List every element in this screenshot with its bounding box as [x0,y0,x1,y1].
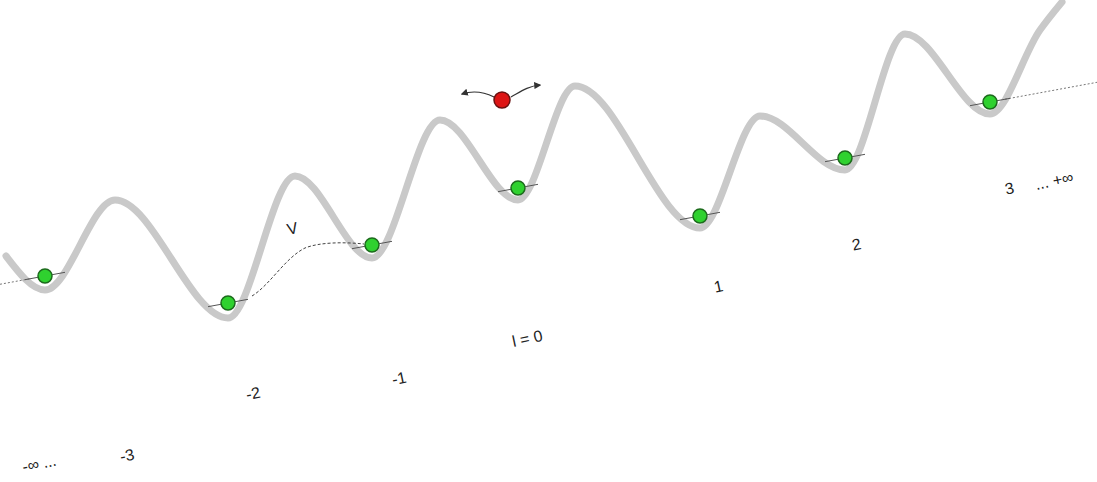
particle [511,181,525,195]
particle [693,209,707,223]
site-index: -1 [390,369,408,389]
particle [983,95,997,109]
site-index: 1 [712,277,724,296]
site-index: l = 0 [511,327,545,351]
free-particle [494,92,510,108]
site-index: 3 [1003,179,1015,198]
site-index: 2 [850,235,862,254]
infinity-label: -∞ ... [21,452,58,476]
site-index: -3 [118,446,136,466]
particle [838,151,852,165]
particle [38,269,52,283]
particle [365,238,379,252]
infinity-label: ... +∞ [1034,168,1075,193]
motion-arrow [511,85,540,97]
potential-curve [6,2,1062,318]
site-index: -2 [244,384,262,404]
coupling-label: V [285,219,299,238]
particle [221,296,235,310]
motion-arrow [462,92,494,97]
hopping-line [252,243,364,296]
tilt-line [1005,82,1097,99]
